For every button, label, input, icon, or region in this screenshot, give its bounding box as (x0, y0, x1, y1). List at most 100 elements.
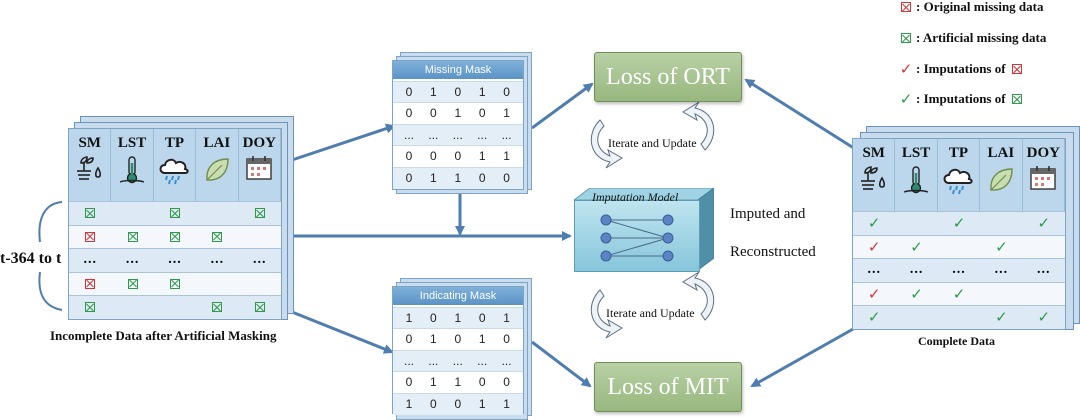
check-green-icon: ✓ (1037, 214, 1051, 233)
incomplete-caption: Incomplete Data after Artificial Masking (50, 328, 277, 343)
iterate-arrows-top (590, 101, 715, 169)
table-cell (154, 202, 196, 225)
table-cell (895, 212, 937, 235)
column-header-sm: SM (69, 129, 112, 201)
mask-cell: 1 (478, 85, 486, 99)
mask-cell: 0 (405, 149, 413, 164)
mask-row: ............... (393, 349, 523, 372)
mask-cell: ... (428, 127, 439, 142)
mask-cell: 0 (503, 375, 510, 390)
mask-cell: ... (501, 353, 512, 368)
indicating-mask-title: Indicating Mask (393, 287, 523, 305)
mask-cell: ... (477, 127, 488, 142)
column-label: TP (948, 145, 969, 161)
mask-cell: 0 (405, 170, 413, 185)
mask-cell: 0 (503, 85, 510, 99)
mask-cell: 0 (430, 396, 437, 411)
table-cell (111, 273, 153, 296)
table-row (69, 224, 281, 248)
table-cell (938, 236, 980, 259)
column-label: LST (901, 145, 931, 161)
mask-cell: ... (452, 353, 463, 368)
mask-cell: 0 (478, 375, 486, 390)
ellipsis: ... (867, 262, 881, 278)
table-cell (1023, 283, 1065, 306)
table-cell (111, 296, 153, 319)
check-green-icon: ✓ (952, 214, 966, 233)
legend-row-imputation-artificial: ✓ : Imputations of (896, 89, 1022, 109)
column-header-tp: TP (154, 129, 197, 201)
table-cell: ... (69, 249, 111, 272)
mask-cell: 1 (430, 85, 437, 99)
legend-row-artificial: : Artificial missing data (896, 28, 1046, 48)
table-cell: ✓ (1023, 306, 1065, 329)
mask-cell: 1 (478, 149, 486, 164)
table-cell (239, 296, 281, 319)
iterate-update-bottom: Iterate and Update (606, 306, 695, 320)
mask-cell: 1 (405, 396, 413, 411)
table-cell (239, 273, 281, 296)
mask-cell: 1 (430, 375, 437, 390)
legend-row-imputation-original: ✓ : Imputations of (896, 59, 1022, 79)
plant-water-icon (75, 155, 105, 186)
mask-cell: 0 (405, 85, 413, 99)
table-row (69, 295, 281, 319)
ellipsis: ... (994, 262, 1009, 278)
table-cell (980, 283, 1022, 306)
table-cell: ✓ (938, 283, 980, 306)
table-row: ............... (69, 248, 281, 272)
table-cell: ✓ (853, 236, 895, 259)
table-cell: ... (980, 259, 1022, 282)
column-label: LST (117, 135, 147, 151)
table-cell (154, 273, 196, 296)
mask-cell: 1 (454, 106, 462, 121)
artificial-missing-icon (127, 278, 138, 289)
ellipsis: ... (1037, 262, 1051, 278)
table-cell (111, 202, 153, 225)
table-cell: ✓ (895, 283, 937, 306)
arrow-complete-to-loss-mit (750, 322, 863, 388)
model-side-face (698, 188, 714, 270)
column-header-doy: DOY (1023, 139, 1065, 211)
original-missing-icon (1011, 64, 1022, 74)
loss-ort-box: Loss of ORT (594, 52, 742, 102)
table-row: ............... (853, 258, 1065, 282)
check-red-icon: ✓ (867, 284, 881, 303)
column-label: SM (862, 145, 885, 161)
table-cell: ✓ (853, 212, 895, 235)
thermometer-icon (117, 155, 147, 190)
table-row (69, 201, 281, 225)
artificial-missing-icon (254, 302, 265, 313)
mask-cell: ... (428, 353, 439, 368)
artificial-missing-icon (901, 33, 911, 43)
mask-cell: 0 (430, 106, 437, 121)
mask-cell: 1 (478, 396, 486, 411)
table-cell (980, 212, 1022, 235)
ellipsis: ... (83, 252, 97, 268)
arrow-data-to-missing-mask (291, 123, 396, 162)
table-cell (196, 273, 238, 296)
mask-cell: ... (477, 353, 488, 368)
ellipsis: ... (125, 252, 140, 268)
artificial-missing-icon (85, 302, 96, 313)
mask-cell: 1 (503, 311, 510, 325)
check-green-icon: ✓ (910, 237, 923, 256)
ellipsis: ... (253, 252, 267, 268)
original-missing-icon (85, 231, 96, 242)
table-cell: ✓ (853, 283, 895, 306)
artificial-missing-icon (254, 208, 265, 219)
arrow-complete-to-loss-ort (744, 78, 861, 154)
check-red-icon: ✓ (867, 237, 881, 256)
table-cell (938, 306, 980, 329)
ellipsis: ... (952, 262, 966, 278)
mask-cell: 0 (430, 311, 437, 325)
model-top-face (574, 188, 714, 200)
mask-cell: 1 (405, 311, 413, 325)
